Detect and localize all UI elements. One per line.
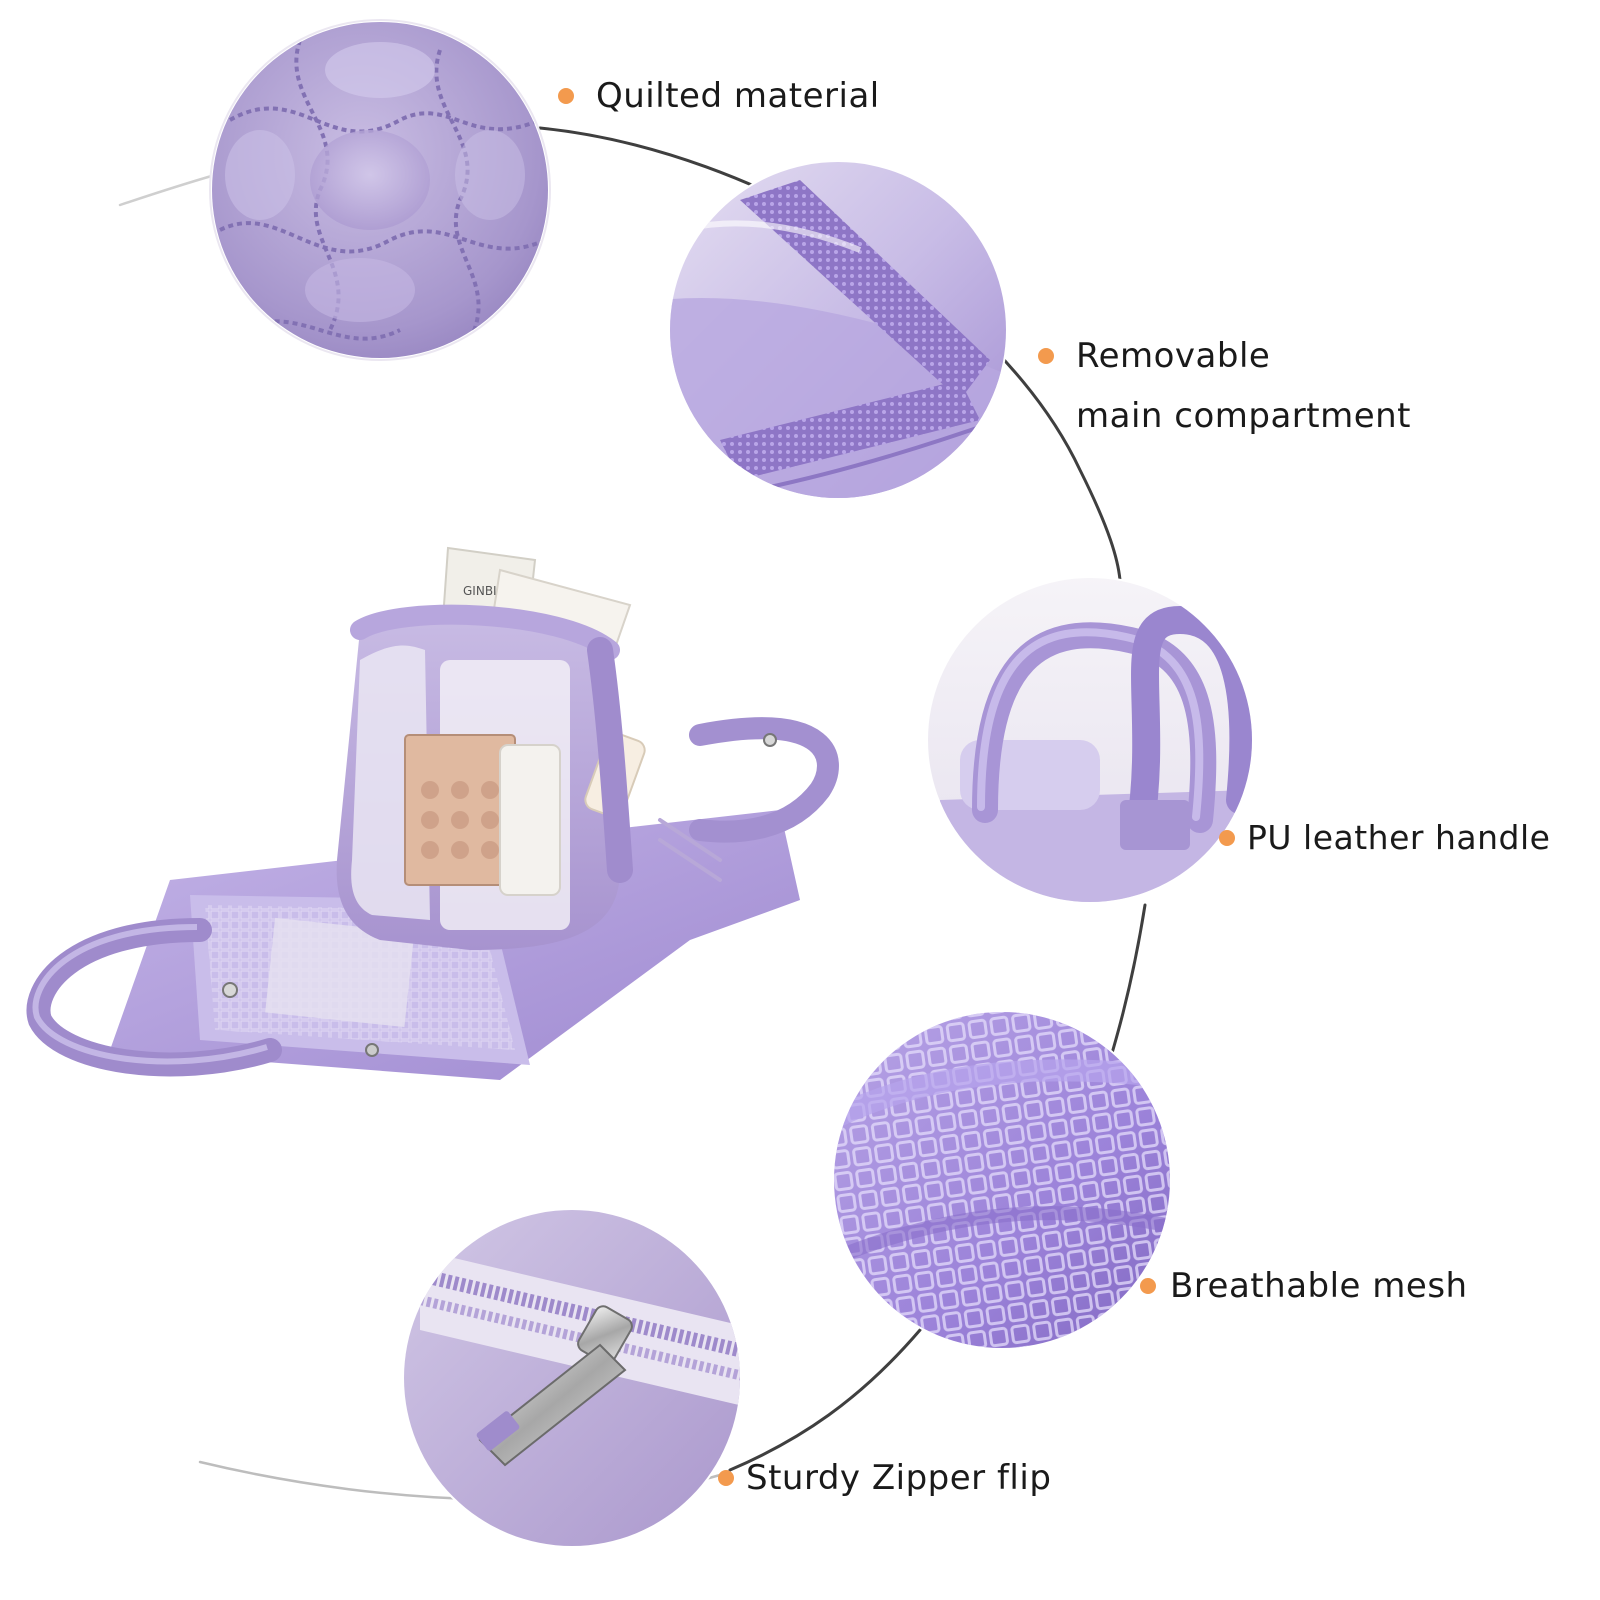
label-pu-leather-handle: PU leather handle — [1219, 808, 1550, 868]
tube-brand-text: GINBI — [463, 584, 497, 598]
label-mesh-line-1: Breathable mesh — [1170, 1266, 1468, 1306]
toiletry-bag-photo: GINBI XISHI ✝ — [26, 546, 839, 1080]
label-handle-line-1: PU leather handle — [1247, 818, 1551, 857]
bullet-dot-icon — [1038, 348, 1054, 364]
label-quilted-material: Quilted material — [558, 66, 880, 126]
handle-photo — [926, 576, 1254, 904]
bullet-dot-icon — [1140, 1278, 1156, 1294]
bullet-dot-icon — [1219, 830, 1235, 846]
zipper-photo — [402, 1208, 742, 1548]
label-zipper-line-1: Sturdy Zipper flip — [746, 1458, 1052, 1498]
bullet-dot-icon — [558, 88, 574, 104]
label-removable-line-1: Removable — [1076, 336, 1271, 376]
mesh-photo — [832, 1010, 1172, 1350]
label-breathable-mesh: Breathable mesh — [1140, 1256, 1468, 1316]
quilted-material-photo — [209, 19, 551, 361]
label-removable-compartment: Removable main compartment — [1038, 326, 1411, 446]
label-sturdy-zipper: Sturdy Zipper flip — [718, 1448, 1051, 1508]
bullet-dot-icon — [718, 1470, 734, 1486]
removable-compartment-photo — [668, 160, 1008, 500]
label-quilted-line-1: Quilted material — [596, 76, 880, 116]
label-removable-line-2: main compartment — [1076, 396, 1412, 436]
